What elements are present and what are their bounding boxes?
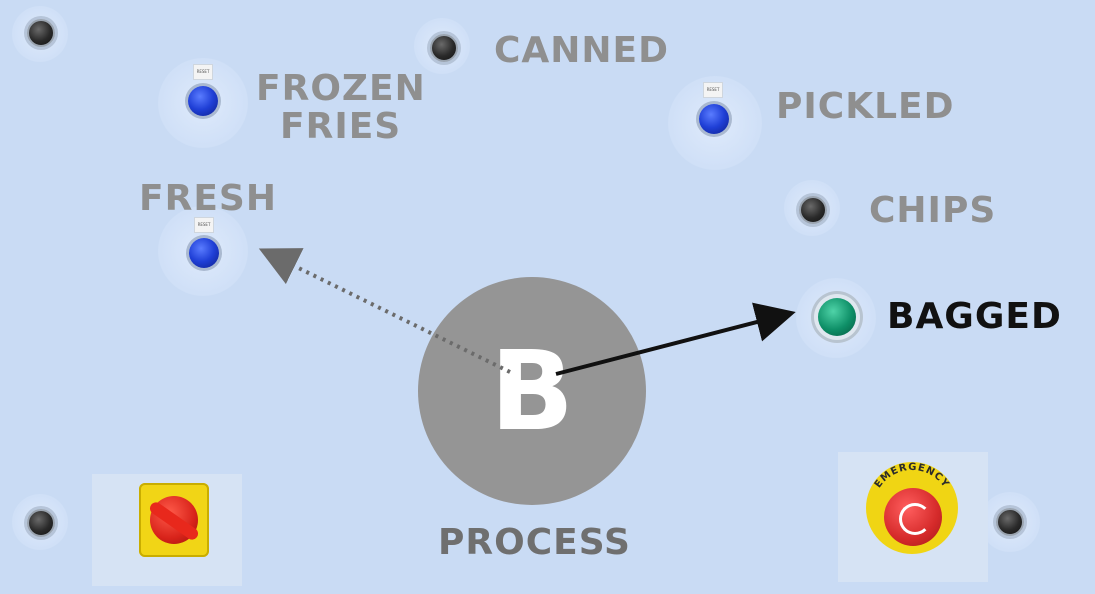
indicator-knob-icon	[996, 508, 1024, 536]
pickled-button-icon	[699, 104, 729, 134]
label-chips: CHIPS	[869, 190, 997, 231]
label-frozen-fries-line1: FROZEN	[256, 68, 426, 109]
edge-b-to-fresh	[258, 248, 511, 374]
canned-knob-icon	[430, 34, 458, 62]
label-fresh: FRESH	[139, 178, 277, 219]
label-bagged: BAGGED	[887, 296, 1062, 337]
edge-b-to-bagged	[555, 302, 796, 376]
label-pickled: PICKLED	[776, 86, 955, 127]
reset-tag: RESET	[194, 217, 214, 233]
reset-tag: RESET	[703, 82, 723, 98]
frozen-fries-button-icon	[188, 86, 218, 116]
process-node-letter: B	[490, 327, 574, 455]
reset-tag: RESET	[193, 64, 213, 80]
process-caption: PROCESS	[438, 522, 631, 563]
emergency-label-arc: EMERGENCY	[873, 462, 950, 490]
chips-knob-icon	[799, 196, 827, 224]
fresh-button-icon	[189, 238, 219, 268]
process-node	[418, 277, 646, 505]
indicator-knob-icon	[27, 19, 55, 47]
indicator-knob-icon	[27, 509, 55, 537]
bagged-indicator-light-icon	[818, 298, 856, 336]
emergency-arrow-icon	[899, 503, 931, 535]
label-frozen-fries-line2: FRIES	[280, 106, 402, 147]
label-canned: CANNED	[494, 30, 670, 71]
